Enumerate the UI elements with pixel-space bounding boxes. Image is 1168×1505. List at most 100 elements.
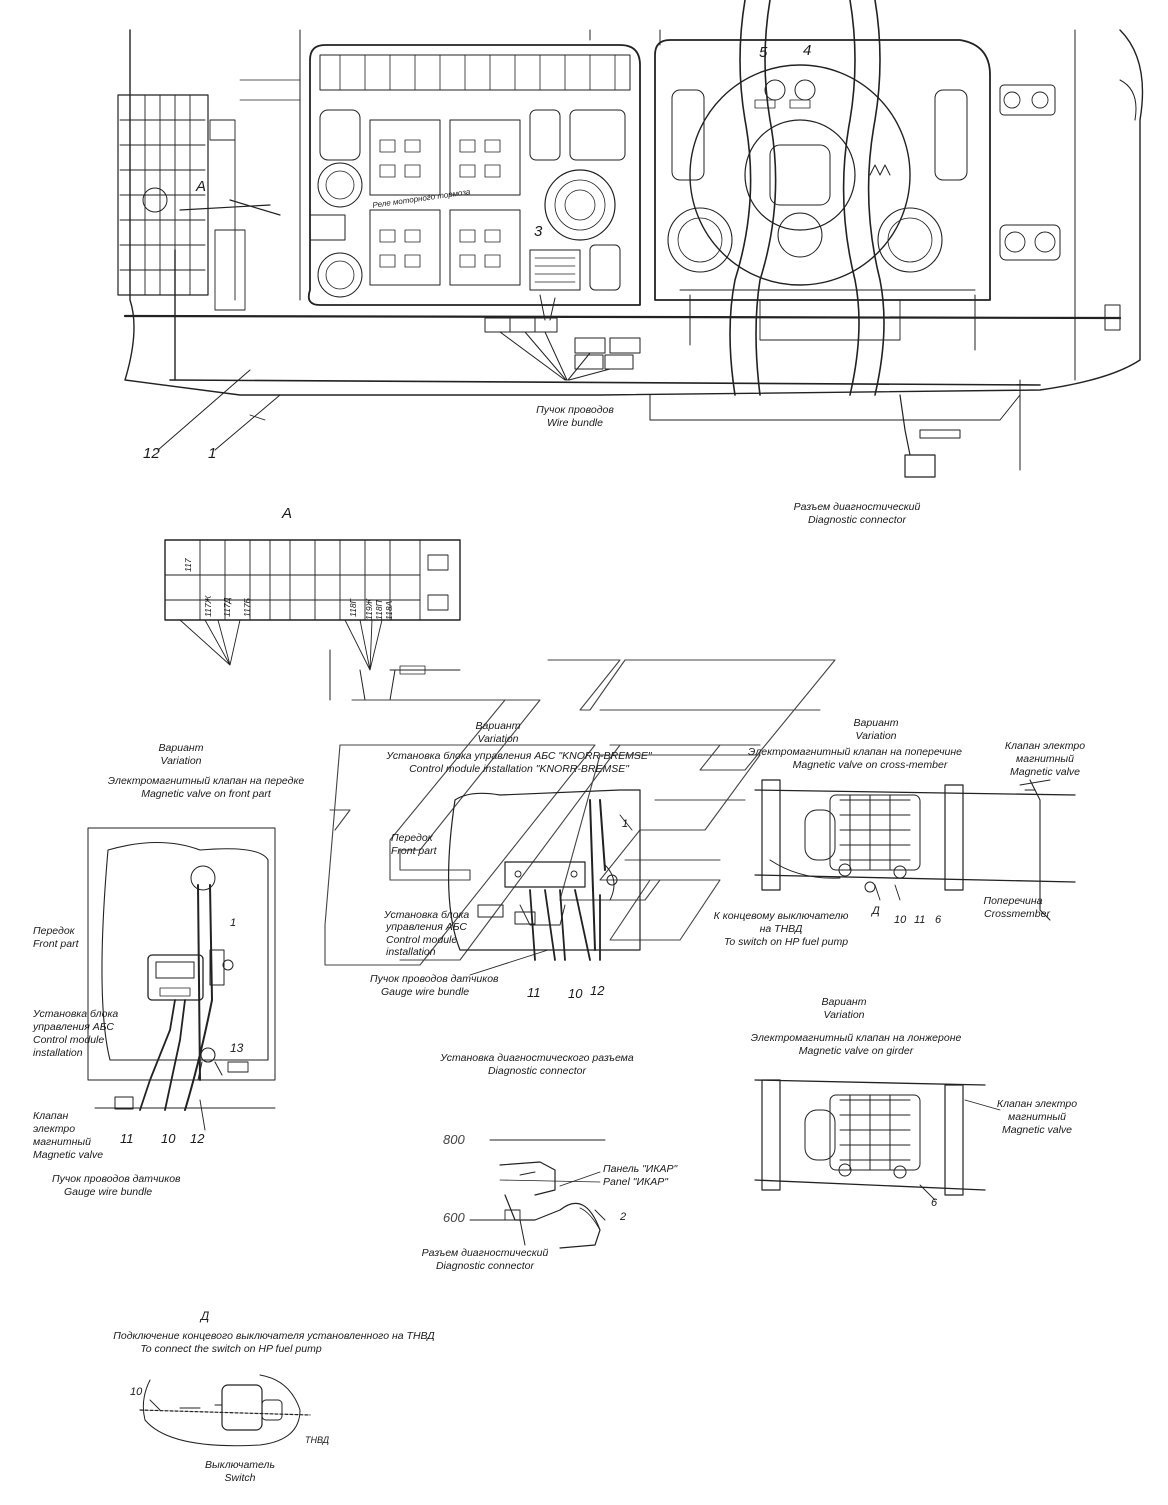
front-variation-ru: Вариант: [158, 742, 204, 754]
girder-valve2-en: Magnetic valve: [1001, 1124, 1073, 1136]
callout-3: 3: [534, 223, 543, 240]
callout-1: 1: [208, 445, 217, 462]
cross-valve-ru: Электромагнитный клапан на поперечине: [748, 746, 962, 758]
switch-conn-ru: Подключение концевого выключателя устано…: [113, 1330, 435, 1342]
left-ctrl-ru-2: управления АБС: [33, 1021, 114, 1033]
knorr-gauge-en: Gauge wire bundle: [381, 986, 470, 998]
diag-conn2-en: Diagnostic connector: [435, 1260, 535, 1272]
knorr-title-ru: Установка блока управления АБС "KNORR-BR…: [386, 750, 652, 762]
left-front-ru: Передок: [33, 925, 75, 937]
knorr-install-ru-1: Установка блока: [384, 909, 470, 921]
tnvd-label: ТНВД: [305, 1435, 330, 1445]
girder-valve-en: Magnetic valve on girder: [798, 1045, 914, 1057]
fuse-118p: 118П: [374, 600, 384, 620]
callout-a: А: [196, 178, 207, 195]
wire-bundle-en: Wire bundle: [547, 417, 603, 429]
to-switch-ru-2: на ТНВД: [759, 923, 803, 935]
girder-valve2-ru-1: Клапан электро: [996, 1098, 1078, 1110]
switch-conn-en: To connect the switch on HP fuel pump: [140, 1343, 322, 1355]
view-a-fuse-block: [164, 539, 461, 701]
girder-variation-en: Variation: [823, 1009, 865, 1021]
to-switch-en: To switch on HP fuel pump: [723, 936, 849, 948]
left-valve-ru-1: Клапан: [33, 1110, 69, 1122]
left-valve-en: Magnetic valve: [33, 1149, 104, 1161]
knorr-install-en-2: installation: [386, 946, 436, 958]
callout-12: 12: [143, 445, 160, 462]
knorr-install-ru-2: управления АБС: [386, 921, 467, 933]
cross-valve-en: Magnetic valve on cross-member: [792, 759, 948, 771]
cross-variation-ru: Вариант: [853, 717, 899, 729]
left-callout-13: 13: [230, 1041, 244, 1055]
panel-ru: Панель "ИКАР": [603, 1163, 678, 1175]
fuse-117d: 117Д: [222, 597, 232, 617]
instrument-cluster: [654, 39, 991, 351]
front-variation-en: Variation: [160, 755, 202, 767]
left-callout-12: 12: [190, 1131, 205, 1146]
left-callout-10: 10: [161, 1131, 176, 1146]
left-gauge-en: Gauge wire bundle: [64, 1186, 153, 1198]
fuse-117b: 117Б: [242, 597, 252, 617]
crossmember-ru: Поперечина: [983, 895, 1043, 907]
engine-block-cross: [804, 794, 921, 879]
left-relay-block: [117, 94, 246, 311]
view-d-title: Д: [200, 1309, 210, 1323]
girder-variation-ru: Вариант: [821, 996, 867, 1008]
left-valve-ru-3: магнитный: [33, 1136, 91, 1148]
knorr-title-en: Control module installation "KNORR-BREMS…: [409, 763, 629, 775]
girder-callout-6: 6: [931, 1197, 938, 1209]
left-front-en: Front part: [33, 938, 79, 950]
left-callout-1: 1: [230, 917, 237, 929]
cross-callout-6: 6: [935, 914, 942, 926]
callout-5: 5: [759, 44, 768, 61]
knorr-front-ru: Передок: [391, 832, 433, 844]
left-ctrl-en-1: Control module: [33, 1034, 105, 1046]
cross-callout-10: 10: [894, 914, 907, 926]
girder-detail: [754, 1079, 1001, 1201]
knorr-variation-en: Variation: [477, 733, 519, 745]
diagnostic-connector-detail: [469, 1139, 606, 1249]
knorr-gauge-ru: Пучок проводов датчиков: [370, 973, 499, 985]
dashboard-assembly: [117, 0, 1144, 478]
knorr-callout-1: 1: [622, 818, 629, 830]
diag-connector-ru: Разъем диагностический: [793, 501, 921, 513]
fuse-118g: 118Г: [348, 598, 358, 617]
diag-install-en: Diagnostic connector: [487, 1065, 587, 1077]
engine-block-girder: [804, 1094, 921, 1179]
crossmember-en: Crossmember: [984, 908, 1050, 920]
knorr-install-en-1: Control module: [386, 934, 458, 946]
knorr-callout-10: 10: [568, 986, 583, 1001]
left-valve-ru-2: электро: [33, 1123, 76, 1135]
center-relay-panel: [307, 44, 641, 306]
switch-callout-10: 10: [130, 1386, 143, 1398]
dim-600: 600: [443, 1210, 465, 1225]
cross-valve2-ru-1: Клапан электро: [1004, 740, 1086, 752]
front-valve-ru: Электромагнитный клапан на передке: [107, 775, 305, 787]
knorr-module-detail: [448, 789, 641, 976]
dim-800: 800: [443, 1132, 465, 1147]
cross-variation-en: Variation: [855, 730, 897, 742]
front-valve-en: Magnetic valve on front part: [141, 788, 271, 800]
panel-callout-2: 2: [620, 1211, 627, 1223]
watermark-logo: [324, 659, 836, 966]
left-callout-11: 11: [120, 1131, 134, 1146]
knorr-variation-ru: Вариант: [475, 720, 521, 732]
switch-detail: [139, 1374, 311, 1447]
fuse-119zh: 119Ж: [364, 598, 374, 620]
fuse-117zh: 117Ж: [203, 595, 213, 617]
diag-connector-en: Diagnostic connector: [807, 514, 907, 526]
view-a-title: А: [282, 505, 293, 522]
front-part-detail: [87, 827, 276, 1131]
girder-valve-ru: Электромагнитный клапан на лонжероне: [750, 1032, 962, 1044]
panel-en: Panel "ИКАР": [603, 1176, 668, 1188]
cross-d-mark: Д: [872, 905, 880, 917]
diag-conn2-ru: Разъем диагностический: [421, 1247, 549, 1259]
left-ctrl-ru-1: Установка блока: [33, 1008, 119, 1020]
right-panel: [999, 29, 1137, 381]
knorr-callout-12: 12: [590, 983, 605, 998]
cross-callout-11: 11: [914, 914, 926, 926]
callout-4: 4: [803, 42, 812, 59]
left-gauge-ru: Пучок проводов датчиков: [52, 1173, 181, 1185]
switch-ru: Выключатель: [205, 1459, 275, 1471]
knorr-front-en: Front part: [391, 845, 437, 857]
